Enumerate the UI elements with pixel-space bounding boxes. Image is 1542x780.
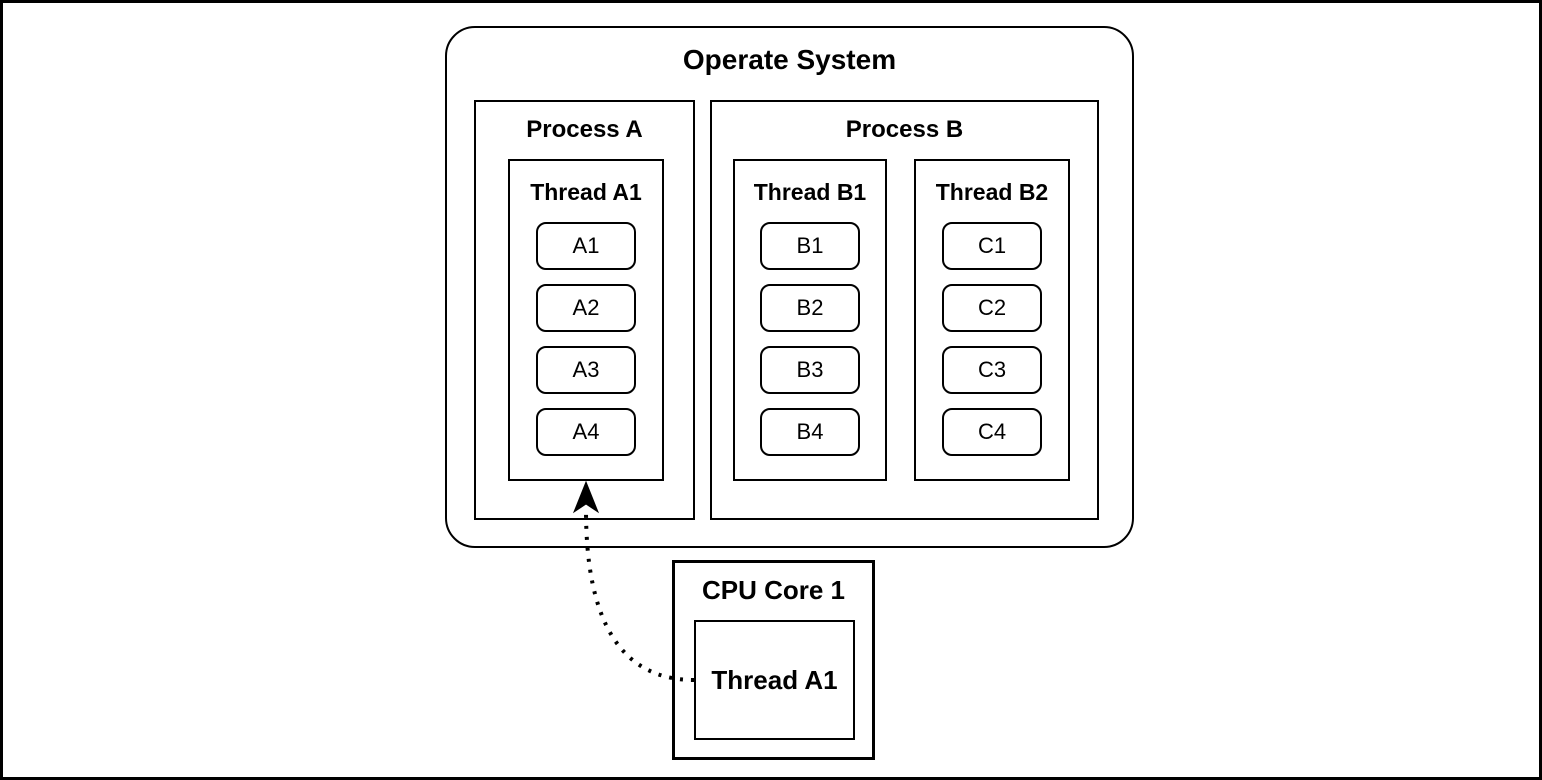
- process-a-title: Process A: [526, 116, 643, 143]
- thread-b1-box: Thread B1 B1 B2 B3 B4: [733, 159, 887, 481]
- task-c1: C1: [942, 222, 1042, 270]
- process-a-box: Process A Thread A1 A1 A2 A3 A4: [474, 100, 695, 520]
- task-a2: A2: [536, 284, 636, 332]
- task-b1: B1: [760, 222, 860, 270]
- cpu-core-box: CPU Core 1 Thread A1: [672, 560, 875, 760]
- task-b2: B2: [760, 284, 860, 332]
- cpu-thread-box: Thread A1: [694, 620, 855, 740]
- task-b3: B3: [760, 346, 860, 394]
- task-c4: C4: [942, 408, 1042, 456]
- task-b4: B4: [760, 408, 860, 456]
- process-b-title: Process B: [845, 116, 964, 143]
- task-a3: A3: [536, 346, 636, 394]
- process-b-box: Process B Thread B1 B1 B2 B3 B4 Thread B…: [710, 100, 1099, 520]
- thread-b2-title: Thread B2: [935, 179, 1049, 205]
- operate-system-title: Operate System: [682, 44, 897, 75]
- task-a4: A4: [536, 408, 636, 456]
- thread-b1-title: Thread B1: [753, 179, 867, 205]
- task-c3: C3: [942, 346, 1042, 394]
- task-c2: C2: [942, 284, 1042, 332]
- thread-a1-title: Thread A1: [530, 179, 642, 205]
- thread-a1-box: Thread A1 A1 A2 A3 A4: [508, 159, 664, 481]
- cpu-thread-label: Thread A1: [711, 664, 838, 695]
- cpu-core-title: CPU Core 1: [701, 575, 846, 605]
- thread-b2-box: Thread B2 C1 C2 C3 C4: [914, 159, 1070, 481]
- operate-system-box: Operate System Process A Thread A1 A1 A2…: [445, 26, 1134, 548]
- task-a1: A1: [536, 222, 636, 270]
